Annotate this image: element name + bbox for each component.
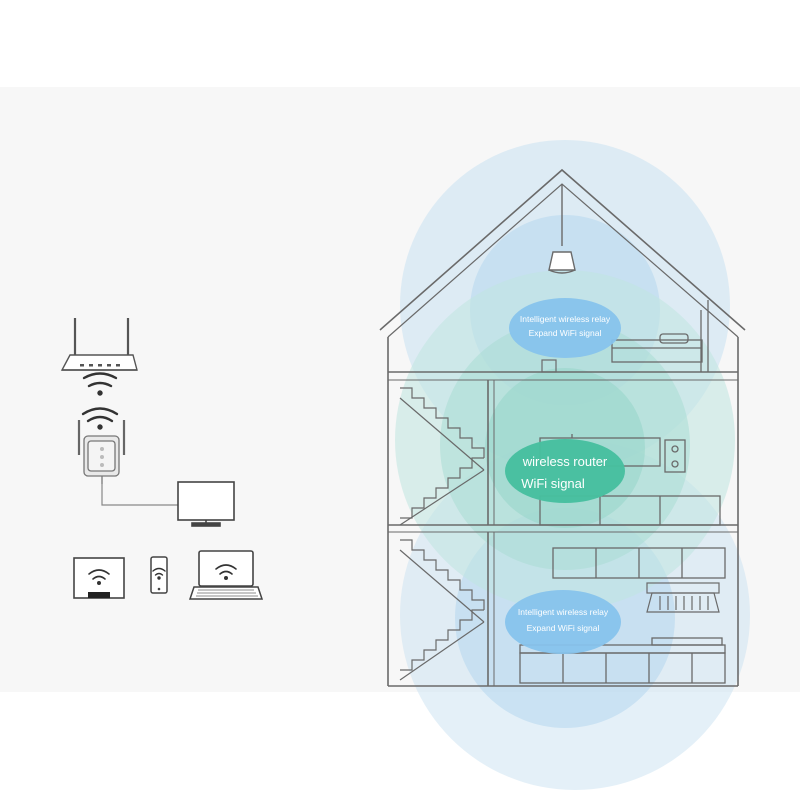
tablet-icon	[73, 557, 125, 599]
kitchen-upper-cabinets	[552, 547, 726, 579]
laptop-icon	[188, 550, 264, 600]
router-bubble-line1: wireless router	[522, 454, 608, 469]
stairs-lower	[399, 539, 485, 681]
attic-bed	[611, 300, 709, 372]
router-bubble-line2: WiFi signal	[521, 476, 585, 491]
router-icon	[60, 318, 138, 371]
router-bubble: wireless router WiFi signal	[505, 439, 625, 503]
range-hood	[646, 582, 720, 613]
house-outline	[379, 168, 746, 687]
bottom-relay-bubble: Intelligent wireless relay Expand WiFi s…	[505, 590, 621, 654]
top-relay-bubble-line1: Intelligent wireless relay	[520, 314, 611, 324]
wifi-waves-icon	[81, 372, 119, 430]
bottom-relay-bubble-line1: Intelligent wireless relay	[518, 607, 609, 617]
phone-icon	[150, 556, 168, 594]
stairs-upper	[399, 387, 485, 526]
desktop-monitor-icon	[177, 481, 235, 527]
ethernet-cable	[101, 484, 178, 506]
ceiling-lamp	[548, 184, 576, 274]
bottom-relay-bubble-line2: Expand WiFi signal	[527, 623, 600, 633]
top-relay-bubble: Intelligent wireless relay Expand WiFi s…	[509, 298, 621, 358]
roof-outer-line	[379, 168, 746, 331]
attic-repeater-device	[541, 359, 557, 373]
top-relay-bubble-line2: Expand WiFi signal	[529, 328, 602, 338]
wifi-repeater-icon	[77, 420, 126, 484]
kitchen-counter	[519, 637, 726, 684]
